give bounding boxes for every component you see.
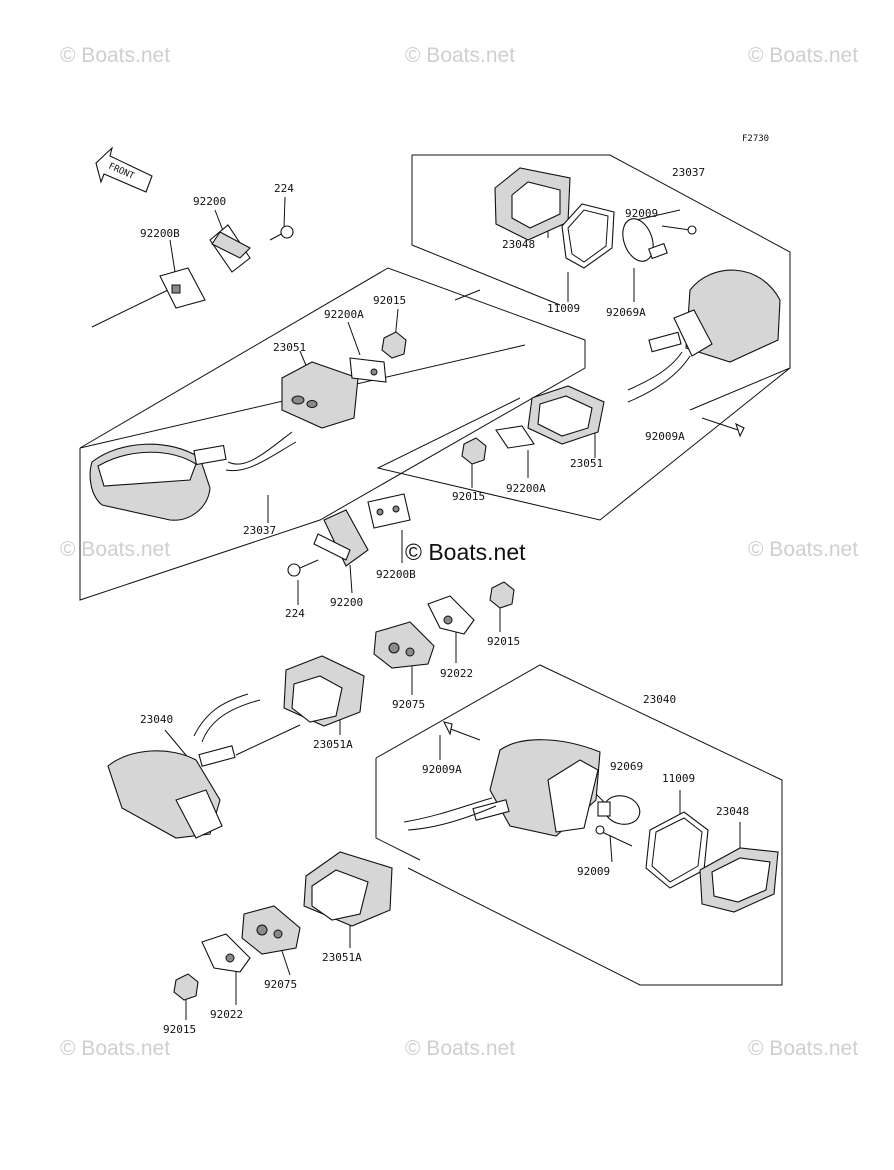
watermark-top-right: © Boats.net	[748, 44, 858, 67]
front-arrow-icon: FRONT	[95, 146, 153, 193]
nut-92015-right	[461, 437, 487, 465]
washer-92022-bottom	[201, 933, 251, 973]
part-label: 92200	[193, 195, 226, 208]
part-label: 23051A	[313, 738, 353, 751]
turn-signal-23040-right	[403, 739, 601, 837]
bulb-92069-bottom	[597, 795, 641, 825]
part-label: 23040	[140, 713, 173, 726]
part-label: 92009A	[422, 763, 462, 776]
part-label: 92022	[440, 667, 473, 680]
part-label: 23051	[570, 457, 603, 470]
gasket-11009-top	[561, 203, 615, 269]
bracket-92200b-top	[159, 267, 206, 309]
part-label: 11009	[662, 772, 695, 785]
part-label: 92009	[577, 865, 610, 878]
watermark-mid-right: © Boats.net	[748, 538, 858, 561]
part-label: 23051A	[322, 951, 362, 964]
plate-92200a-left	[349, 357, 387, 383]
part-label: 92075	[392, 698, 425, 711]
screw-92009-bottom	[595, 825, 633, 847]
lens-23048-top	[494, 167, 571, 241]
bulb-92069a-top	[622, 218, 668, 262]
part-label: 23037	[672, 166, 705, 179]
part-label: 92200A	[324, 308, 364, 321]
watermark-bottom-left: © Boats.net	[60, 1037, 170, 1060]
part-label: 92200B	[140, 227, 180, 240]
plate-92200a-right	[495, 425, 535, 449]
washer-92022-mid	[427, 595, 475, 635]
part-label: 23048	[502, 238, 535, 251]
part-label: 92069	[610, 760, 643, 773]
part-label: 92200B	[376, 568, 416, 581]
watermark-bottom-right: © Boats.net	[748, 1037, 858, 1060]
watermark-top-center: © Boats.net	[405, 44, 515, 67]
part-label: 92075	[264, 978, 297, 991]
part-label: 11009	[547, 302, 580, 315]
lens-23048-bottom	[699, 847, 779, 913]
bracket-92200-top	[209, 224, 251, 273]
part-label: 23040	[643, 693, 676, 706]
part-label: 92200	[330, 596, 363, 609]
nut-92015-bottom	[173, 973, 199, 1001]
bracket-92200-mid	[313, 509, 369, 567]
watermark-bottom-center: © Boats.net	[405, 1037, 515, 1060]
screw-92009a-bottom	[442, 721, 481, 741]
rubber-housing-23051-left	[281, 361, 359, 429]
part-label: 92015	[487, 635, 520, 648]
nut-92015-left	[381, 331, 407, 359]
rubber-housing-23051-right	[527, 385, 605, 445]
gasket-11009-bottom	[645, 811, 709, 889]
watermark-top-left: © Boats.net	[60, 44, 170, 67]
turn-signal-23037-right	[627, 269, 781, 403]
part-label: 92009A	[645, 430, 685, 443]
screw-92009-top	[661, 225, 697, 235]
part-label: 92009	[625, 207, 658, 220]
grommet-92075-bottom	[241, 905, 301, 955]
bracket-92200b-mid	[367, 493, 411, 529]
part-label: 92069A	[606, 306, 646, 319]
leader-lines	[91, 196, 741, 1020]
part-label: 224	[274, 182, 294, 195]
part-label: 92200A	[506, 482, 546, 495]
figure-code: F2730	[742, 134, 769, 144]
part-label: 92015	[373, 294, 406, 307]
nut-92015-mid	[489, 581, 515, 609]
part-label: 92015	[163, 1023, 196, 1036]
bolt-224-top	[269, 225, 294, 241]
watermarks: © Boats.net © Boats.net © Boats.net © Bo…	[60, 44, 858, 1060]
part-label: 23051	[273, 341, 306, 354]
part-labels: 224 92200 92200B 92015 92200A 23051 2303…	[140, 166, 749, 1036]
rubber-housing-23051a-right	[303, 851, 393, 927]
part-label: 224	[285, 607, 305, 620]
part-label: 23048	[716, 805, 749, 818]
turn-signal-23037-left	[89, 431, 297, 521]
part-label: 92015	[452, 490, 485, 503]
part-label: 23037	[243, 524, 276, 537]
bolt-224-mid	[287, 559, 319, 577]
part-label: 92022	[210, 1008, 243, 1021]
watermark-center: © Boats.net	[405, 539, 526, 565]
grommet-92075-mid	[373, 621, 435, 669]
watermark-mid-left: © Boats.net	[60, 538, 170, 561]
screw-92009a-top	[701, 417, 745, 438]
turn-signal-23040-left	[107, 693, 261, 839]
rubber-housing-23051a-left	[283, 655, 365, 727]
